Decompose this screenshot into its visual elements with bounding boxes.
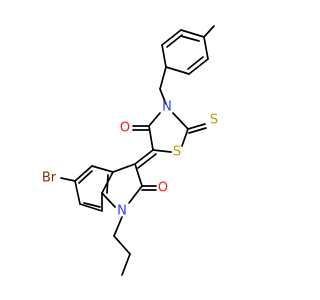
bond [74,180,81,205]
bond [188,127,207,134]
bond [187,56,204,70]
bond [121,253,131,276]
atom-label-s-thioxo: S [210,113,218,128]
atom-label-n-indole: N [117,204,127,219]
bond [113,235,131,255]
bond [83,202,101,208]
bond [166,34,183,48]
bond [181,128,189,147]
bond [79,203,103,212]
atom-label-o-ketone: O [120,121,130,136]
bond [134,149,154,165]
atom-label-s-ring: S [173,145,181,160]
atom-label-bromine: Br [42,171,57,186]
bond [180,35,200,42]
bond [203,25,215,38]
atom-label-o-lactam: O [158,181,168,196]
bond [60,177,76,182]
bond [91,165,114,173]
bond [137,153,157,169]
bond [106,174,109,194]
bond [172,112,189,130]
bond [101,192,116,208]
bond [74,165,93,182]
bond [203,36,209,60]
atom-labels: N S S O O N Br [42,100,218,219]
bond [165,66,190,75]
bond [78,170,93,184]
bond [128,185,143,204]
bond [180,29,205,38]
bond [187,123,206,130]
bond [161,44,167,68]
bond [148,112,161,127]
bonds [60,25,215,276]
bond [159,88,167,105]
bond [112,163,136,173]
bond [159,66,167,90]
molecule-drawing: N S S O O N Br [42,25,218,276]
bond [152,149,172,153]
atom-label-n-ring: N [162,100,172,115]
bond [113,216,123,237]
bond [134,163,143,187]
bond [161,29,182,46]
structure-canvas: N S S O O N Br [41,25,219,276]
bond [188,58,209,75]
